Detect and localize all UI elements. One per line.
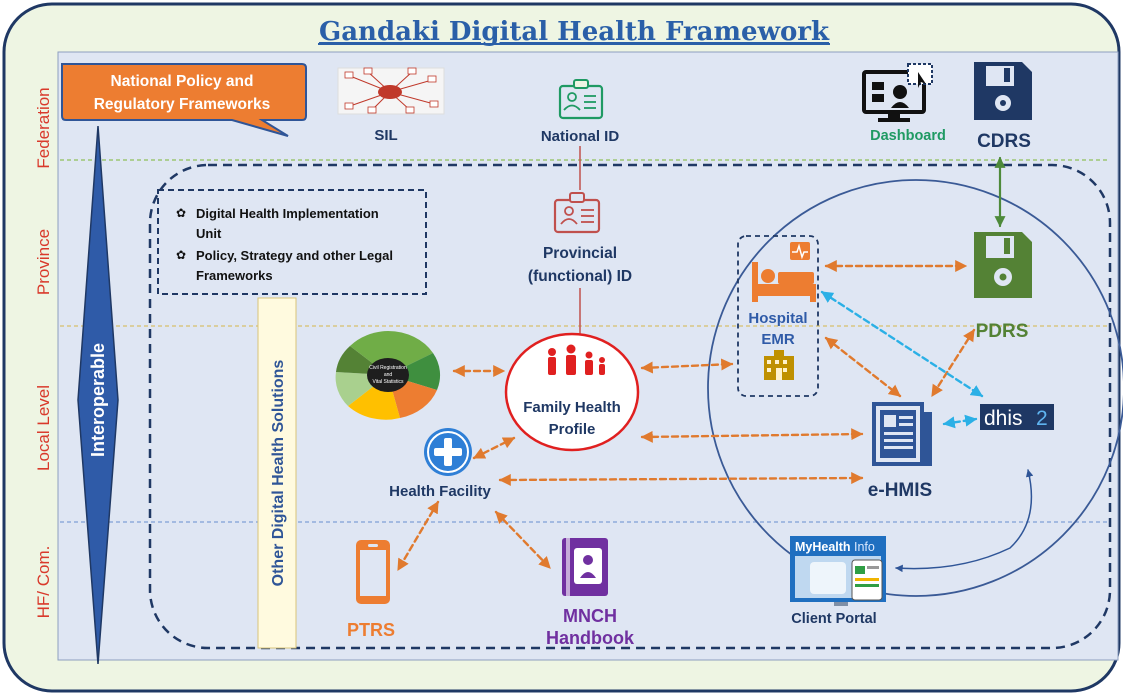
crvs-wheel-icon xyxy=(335,331,441,420)
other-solutions-bar xyxy=(257,297,297,649)
fhp-line-1: Family Health xyxy=(523,399,621,416)
cdrs-label: CDRS xyxy=(977,131,1031,152)
level-federation: Federation xyxy=(34,87,53,168)
arrow-emr-dhis2 xyxy=(820,290,984,398)
mnch-line-1: MNCH xyxy=(563,606,617,626)
cdrs-disk-icon xyxy=(974,62,1032,120)
dhis2-prefix: dhis xyxy=(984,407,1023,430)
hospital-building-icon xyxy=(764,350,794,380)
national-id-label: National ID xyxy=(541,128,620,145)
client-portal-monitor-icon xyxy=(790,536,886,606)
ehmis-document-icon xyxy=(872,402,932,466)
page-title: Gandaki Digital Health Framework xyxy=(319,17,830,47)
client-portal-app-name-light: Info xyxy=(854,540,875,554)
family-health-profile-circle xyxy=(504,332,640,452)
bullet-icon-2: ✿ xyxy=(176,248,186,262)
provincial-id-icon xyxy=(553,192,601,234)
sil-network-icon xyxy=(337,67,445,115)
crvs-center-line-3: Vital Statistics xyxy=(372,379,404,385)
arrow-hf-ehmis xyxy=(498,472,864,486)
implementation-item-2-line-2: Frameworks xyxy=(196,268,273,283)
fhp-line-2: Profile xyxy=(549,421,596,438)
ehmis-label: e-HMIS xyxy=(868,480,932,501)
arrow-dhis2-client-portal xyxy=(895,469,1034,573)
family-icon xyxy=(548,344,605,375)
dhis2-badge xyxy=(980,404,1054,430)
client-portal-label: Client Portal xyxy=(791,611,876,627)
health-facility-label: Health Facility xyxy=(389,483,491,500)
implementation-item-1-line-2: Unit xyxy=(196,226,222,241)
province-container xyxy=(148,163,1112,650)
health-facility-icon xyxy=(424,428,472,476)
dashboard-label: Dashboard xyxy=(870,128,946,144)
crvs-center-line-1: Civil Registration xyxy=(369,365,407,371)
mnch-book-icon xyxy=(562,538,608,596)
crvs-center-line-2: and xyxy=(384,372,393,378)
national-id-icon xyxy=(558,79,604,120)
pdrs-disk-icon xyxy=(974,232,1032,298)
dhis2-suffix: 2 xyxy=(1036,407,1048,430)
interoperable-label: Interoperable xyxy=(88,343,108,457)
arrow-fhp-emr xyxy=(640,358,734,374)
provincial-id-line-2: (functional) ID xyxy=(528,268,632,285)
client-portal-app-name-bold: MyHealth xyxy=(795,540,851,554)
implementation-item-2-line-1: Policy, Strategy and other Legal xyxy=(196,248,393,263)
implementation-item-1-line-1: Digital Health Implementation xyxy=(196,206,379,221)
level-hf: HF/ Com. xyxy=(34,546,53,619)
provincial-id-line-1: Provincial xyxy=(543,245,617,262)
implementation-box xyxy=(157,189,427,295)
level-province: Province xyxy=(34,229,53,295)
interoperable-shape xyxy=(77,125,119,665)
arrow-hf-ptrs xyxy=(396,500,440,572)
hospital-emr-box xyxy=(737,235,819,397)
arrow-hf-fhp xyxy=(472,436,516,460)
sil-label: SIL xyxy=(374,127,397,144)
policy-callout xyxy=(61,63,307,137)
hospital-bed-icon xyxy=(752,242,816,302)
hospital-emr-line-1: Hospital xyxy=(748,310,807,327)
arrow-fhp-ehmis xyxy=(640,428,864,443)
callout-line-1: National Policy and xyxy=(111,73,254,90)
system-circle xyxy=(707,179,1123,597)
callout-line-2: Regulatory Frameworks xyxy=(94,96,271,113)
arrow-ehmis-dhis2 xyxy=(942,414,978,429)
connection-arrows xyxy=(396,156,1034,573)
other-solutions-label: Other Digital Health Solutions xyxy=(270,360,287,587)
level-local: Local Level xyxy=(34,385,53,471)
pdrs-label: PDRS xyxy=(976,321,1029,342)
mnch-line-2: Handbook xyxy=(546,628,635,648)
ptrs-label: PTRS xyxy=(347,620,395,640)
arrow-hf-mnch xyxy=(494,510,552,570)
bullet-icon-1: ✿ xyxy=(176,206,186,220)
dashboard-icon xyxy=(862,63,933,122)
hospital-emr-line-2: EMR xyxy=(761,331,795,348)
ptrs-phone-icon xyxy=(356,540,390,604)
